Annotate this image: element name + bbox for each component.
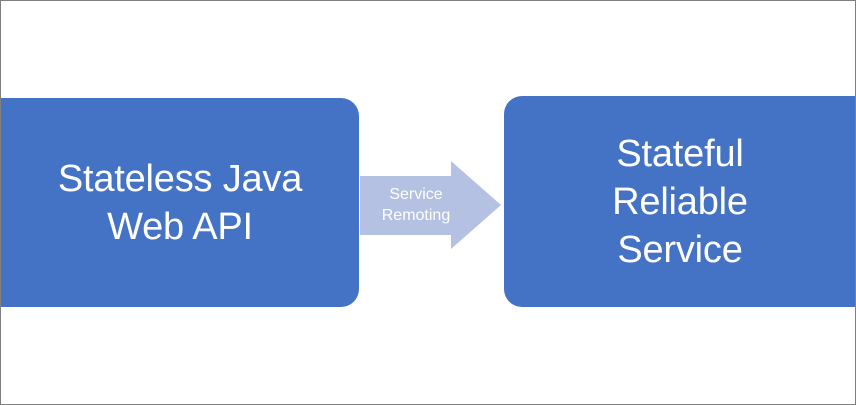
node-stateful-reliable-service-label: Stateful Reliable Service xyxy=(612,132,748,271)
node-stateless-java-web-api[interactable]: Stateless Java Web API xyxy=(1,98,359,307)
node-stateful-reliable-service[interactable]: Stateful Reliable Service xyxy=(504,96,855,307)
block-arrow-icon xyxy=(360,161,501,249)
service-remoting-arrow[interactable] xyxy=(360,160,502,250)
node-stateless-java-web-api-label: Stateless Java Web API xyxy=(57,157,303,248)
